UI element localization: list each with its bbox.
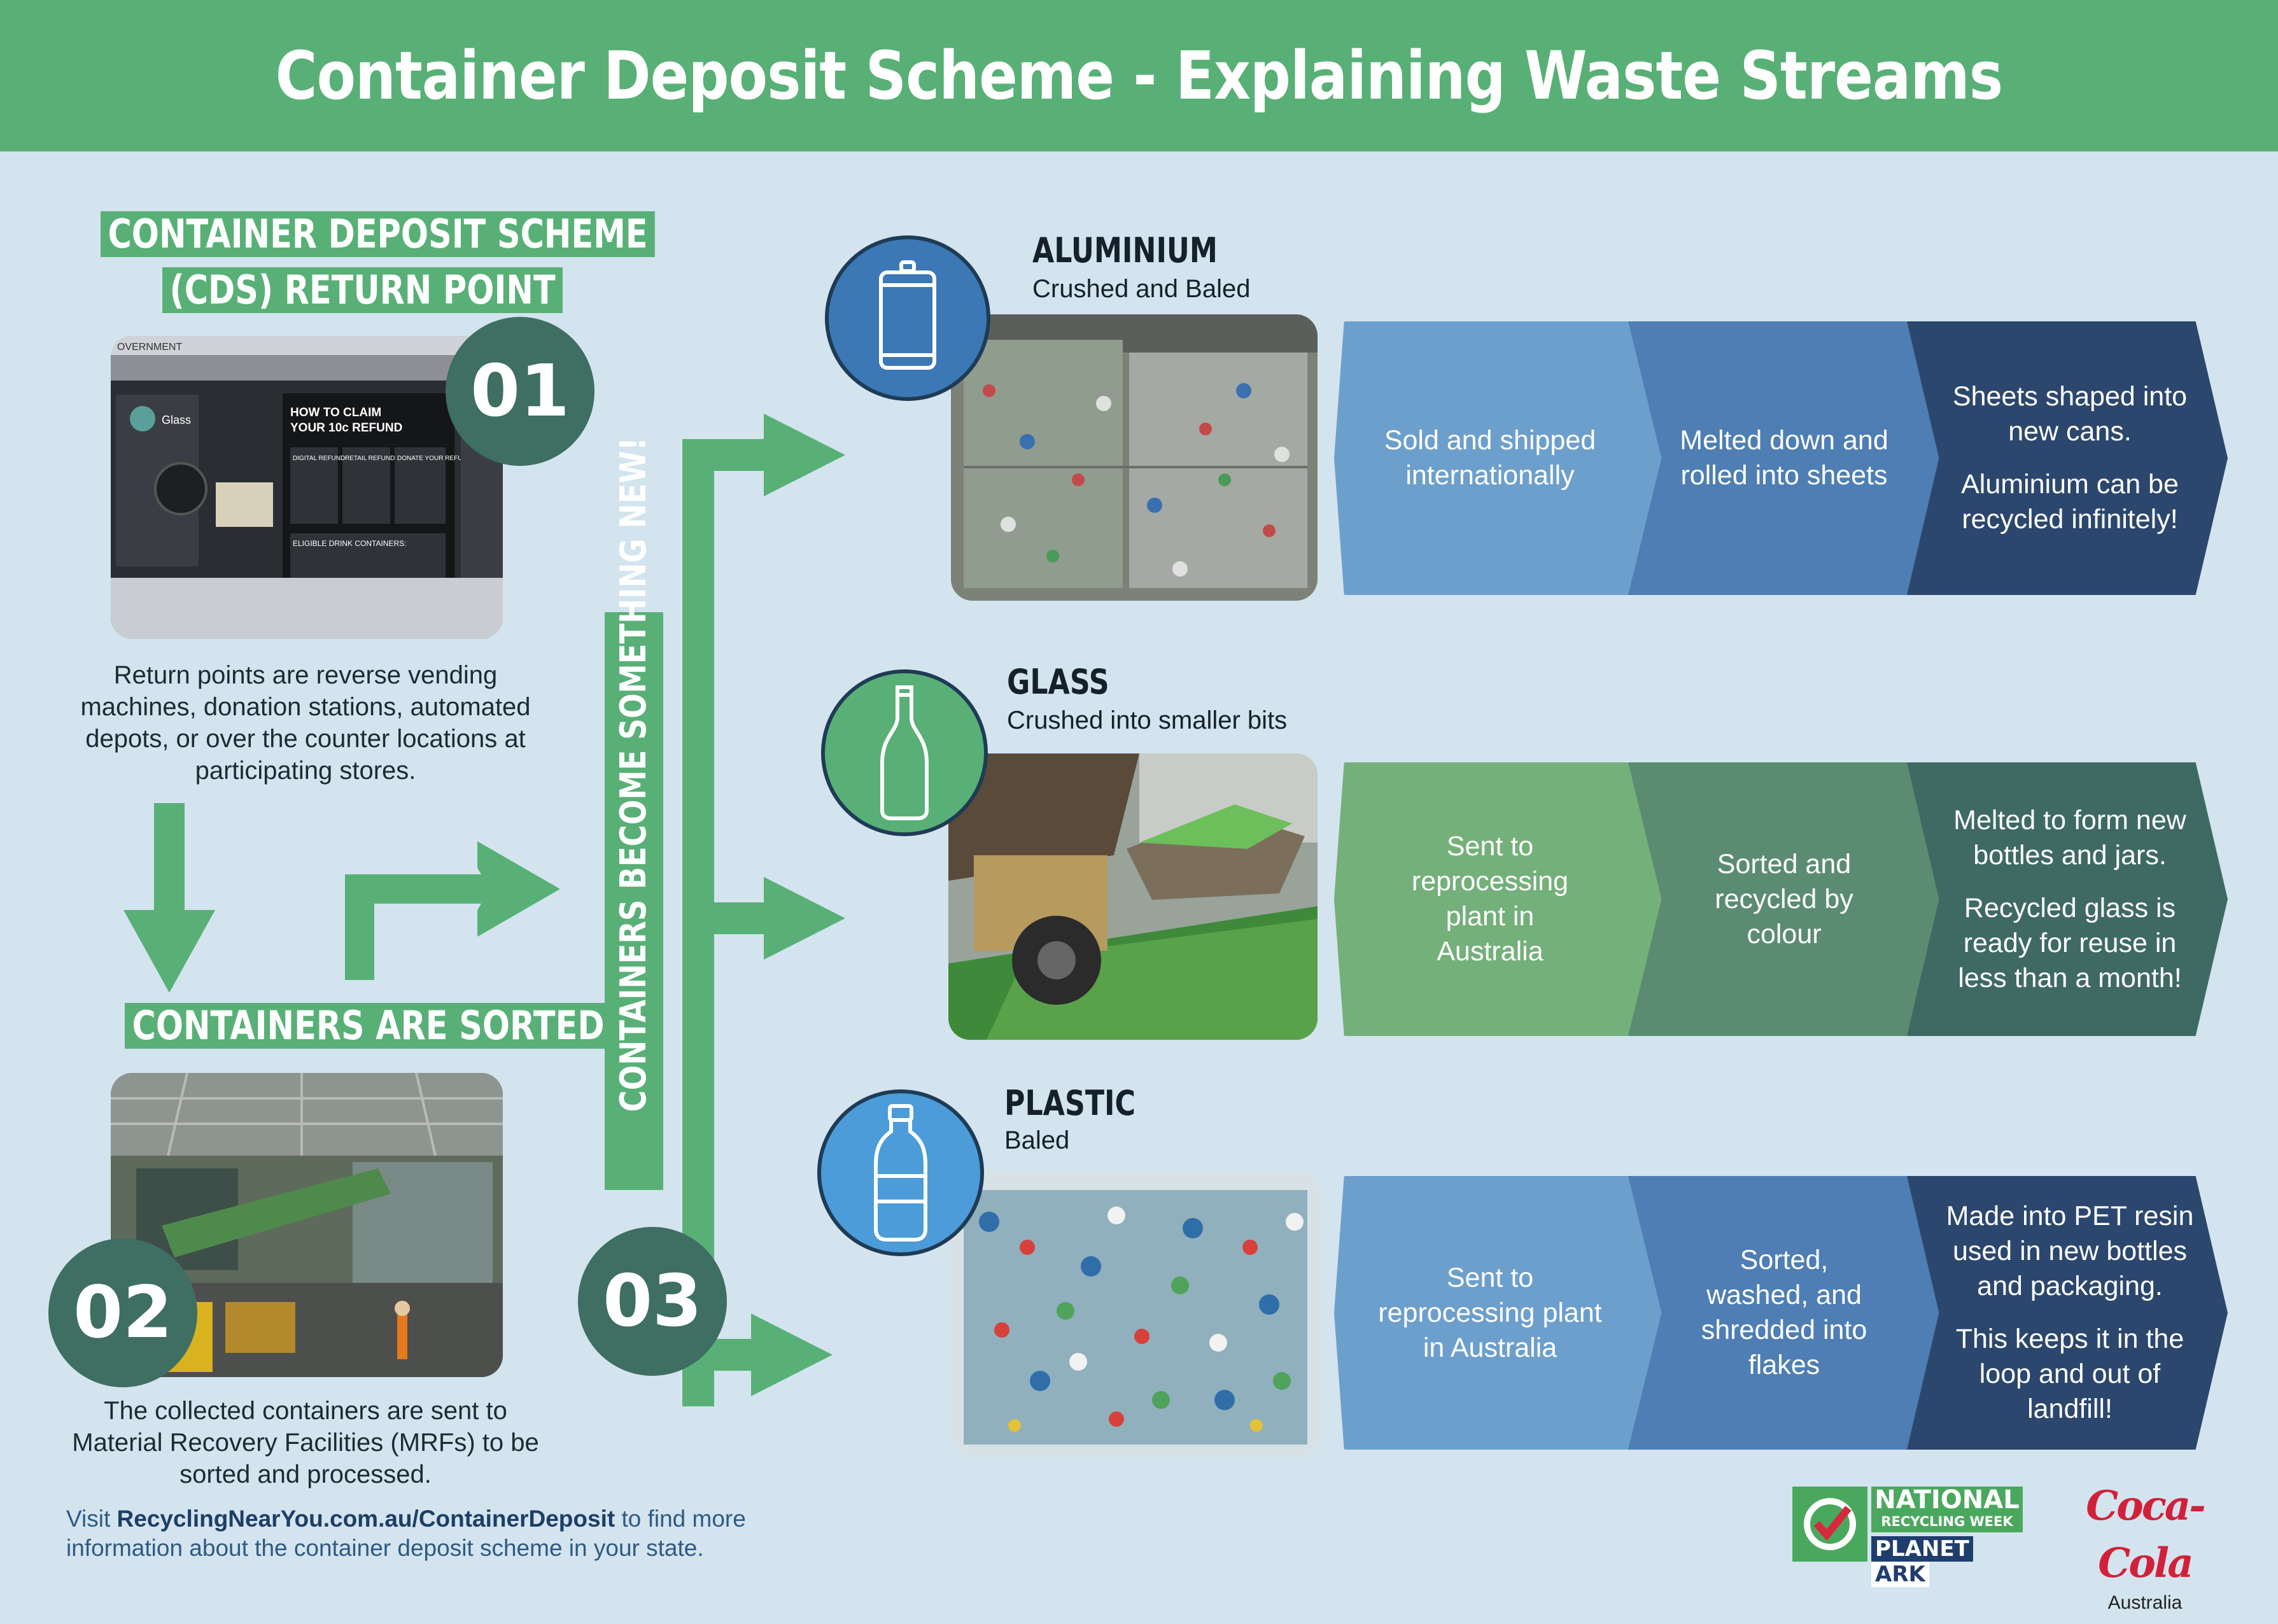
glass-title: GLASS [1007,662,1109,702]
step1-title-line2: (CDS) RETURN POINT [162,267,563,313]
glass-stage-1-text: Sent to reprocessing plant in Australia [1411,831,1569,967]
glass-stage-3-text-1: Melted to form new bottles and jars. [1953,804,2186,871]
glass-process-row: Sent to reprocessing plant in Australia … [1334,762,2228,1036]
plastic-bottles-bale-image [951,1171,1320,1457]
glass-subtitle: Crushed into smaller bits [1007,706,1288,734]
plastic-stage-3-text-2: This keeps it in the loop and out of lan… [1955,1324,2184,1424]
planet-text: PLANET [1871,1536,1973,1562]
aluminium-stage-1-text: Sold and shipped internationally [1384,425,1596,491]
glass-bottle-icon [880,685,929,820]
plastic-stage-2 [1628,1176,1962,1450]
nrw-line1: NATIONAL [1874,1485,2020,1515]
donate-refund-text: DONATE YOUR REFUND [397,455,472,462]
header-banner: Container Deposit Scheme - Explaining Wa… [0,0,2278,151]
step1-title-line1: CONTAINER DEPOSIT SCHEME [101,211,656,257]
bent-arrow [345,841,560,980]
crushed-cans-image [951,314,1318,601]
step-01-badge: 01 [446,317,594,466]
footer-line2: information about the container deposit … [66,1535,704,1561]
aluminium-stage-3-text-1: Sheets shaped into new cans. [1952,381,2188,447]
page-title: Container Deposit Scheme - Explaining Wa… [275,37,2003,115]
aluminium-stage-2 [1628,321,1962,595]
plastic-stage-1-text: Sent to reprocessing plant in Australia [1378,1262,1602,1363]
coca-cola-logo: Coca-Cola Australia [2056,1478,2234,1613]
digital-refund-text: DIGITAL REFUND [293,455,345,462]
plastic-bale-photo [951,1171,1320,1457]
aluminium-stage-2-text: Melted down and rolled into sheets [1680,425,1888,491]
retail-refund-text: RETAIL REFUND [345,455,395,462]
glass-circle [821,669,988,836]
plastic-subtitle: Baled [1004,1126,1070,1154]
plastic-stage-2-text: Sorted, washed, and shredded into flakes [1701,1245,1867,1380]
glass-stage-2-text: Sorted and recycled by colour [1715,848,1853,949]
step3-vertical-title: CONTAINERS BECOME SOMETHING NEW! [613,437,654,1112]
recycle-check-icon [1792,1487,1867,1562]
step-03-badge: 03 [578,1227,727,1376]
glass-stage-1 [1334,762,1668,1036]
aluminium-stage-3 [1907,321,2228,595]
nrw-line2: RECYCLING WEEK [1881,1514,2013,1529]
national-recycling-week-logo: NATIONAL RECYCLING WEEK PLANETARK [1792,1485,2023,1587]
footer-link[interactable]: RecyclingNearYou.com.au/ContainerDeposit [116,1506,615,1532]
glass-stage-3-text-2: Recycled glass is ready for reuse in les… [1958,892,2182,993]
aluminium-stage-3-text-2: Aluminium can be recycled infinitely! [1961,469,2179,535]
step2-description: The collected containers are sent to Mat… [72,1397,539,1488]
step2-title: CONTAINERS ARE SORTED [125,1003,612,1049]
plastic-stage-3 [1907,1176,2228,1450]
step1-description: Return points are reverse vending machin… [80,661,531,785]
glass-stage-3 [1907,762,2228,1036]
branch-arrows [682,414,845,1406]
return-point-photo: OVERNMENT Glass HOW TO CLAIM YOUR 10c RE… [111,336,503,639]
government-label: OVERNMENT [117,342,182,353]
coca-cola-wordmark: Coca-Cola [2086,1482,2206,1587]
can-icon [879,260,936,370]
aluminium-subtitle: Crushed and Baled [1032,275,1251,303]
plastic-title: PLASTIC [1004,1083,1136,1123]
plastic-bottle-icon [874,1104,927,1242]
coca-cola-region: Australia [2107,1592,2183,1613]
plastic-circle [817,1089,984,1256]
aluminium-title: ALUMINIUM [1032,230,1218,270]
plastic-stage-1 [1334,1176,1668,1450]
reverse-vending-machine-image: OVERNMENT Glass HOW TO CLAIM YOUR 10c RE… [111,336,503,639]
front-loader-glass-image [948,753,1318,1040]
eligible-containers-text: ELIGIBLE DRINK CONTAINERS: [293,539,406,548]
glass-label: Glass [162,414,191,426]
plastic-stage-3-text-1: Made into PET resin used in new bottles … [1946,1201,2194,1301]
footer-suffix: to find more [615,1506,746,1532]
glass-stage-2 [1628,762,1962,1036]
step3-vertical-banner: CONTAINERS BECOME SOMETHING NEW! [605,437,663,1190]
step-02-badge: 02 [48,1238,197,1387]
aluminium-process-row: Sold and shipped internationally Melted … [1334,321,2228,595]
aluminium-stage-1 [1334,321,1668,595]
aluminium-circle [825,235,990,401]
how-to-claim-text: HOW TO CLAIM [290,406,381,419]
footer-prefix: Visit [66,1506,117,1532]
down-arrow [123,803,215,993]
glass-crushing-photo [948,753,1318,1040]
plastic-process-row: Sent to reprocessing plant in Australia … [1334,1176,2228,1450]
refund-text: YOUR 10c REFUND [290,421,402,435]
aluminium-bales-photo [951,314,1318,601]
ark-text: ARK [1871,1562,1929,1587]
footer-info: Visit RecyclingNearYou.com.au/ContainerD… [66,1504,894,1563]
